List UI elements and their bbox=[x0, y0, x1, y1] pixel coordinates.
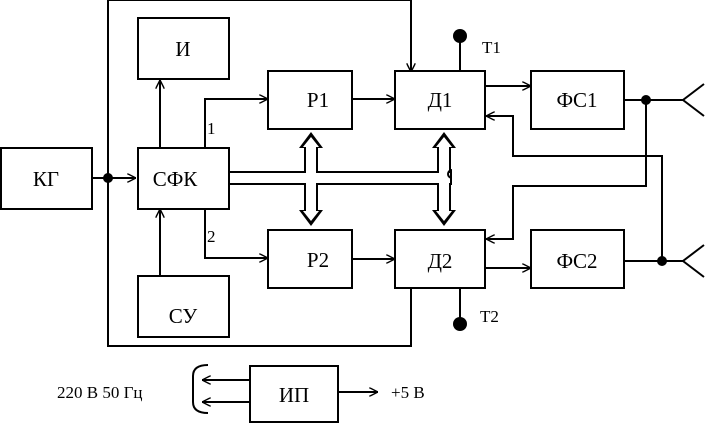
ip-block bbox=[249, 365, 339, 423]
r2-label: Р2 bbox=[307, 248, 329, 272]
junction-fs1-out bbox=[641, 95, 651, 105]
channel-1-label: 1 bbox=[207, 119, 216, 138]
wire-sfk-r2 bbox=[204, 209, 268, 258]
r1-block bbox=[267, 70, 353, 130]
fs1-label: ФС1 bbox=[556, 88, 597, 112]
kg-block bbox=[0, 147, 93, 210]
mains-label: 220 В 50 Гц bbox=[57, 383, 143, 402]
junction-fs2-out bbox=[657, 256, 667, 266]
mains-bracket bbox=[192, 364, 209, 414]
fs1-block bbox=[530, 70, 625, 130]
fs2-block bbox=[530, 229, 625, 289]
su-block bbox=[137, 275, 230, 338]
wire-crossover bbox=[447, 169, 453, 179]
fs2-label: ФС2 bbox=[556, 249, 597, 273]
d2-label: Д2 bbox=[428, 249, 453, 273]
d1-label: Д1 bbox=[428, 88, 453, 112]
t1-terminal bbox=[453, 29, 467, 43]
i-label: И bbox=[175, 37, 190, 61]
data-bus bbox=[229, 132, 456, 226]
kg-label: КГ bbox=[33, 167, 59, 191]
antenna-1 bbox=[681, 83, 705, 117]
t1-label: Т1 bbox=[482, 38, 501, 57]
ip-label: ИП bbox=[279, 383, 309, 407]
junction-kg bbox=[103, 173, 113, 183]
i-block bbox=[137, 17, 230, 80]
output-voltage-label: +5 В bbox=[391, 383, 425, 402]
frame-top-to-d1 bbox=[108, 0, 411, 72]
d2-block bbox=[394, 229, 486, 289]
wire-sfk-r1 bbox=[204, 99, 268, 148]
d1-block bbox=[394, 70, 486, 130]
t2-label: Т2 bbox=[480, 307, 499, 326]
su-label: СУ bbox=[169, 304, 198, 328]
antenna-2 bbox=[681, 244, 705, 278]
r2-block bbox=[267, 229, 353, 289]
wire-feedback-to-d1 bbox=[486, 116, 663, 261]
sfk-block bbox=[137, 147, 230, 210]
t2-terminal bbox=[453, 317, 467, 331]
r1-label: Р1 bbox=[307, 88, 329, 112]
wire-feedback-to-d2 bbox=[486, 100, 647, 239]
channel-2-label: 2 bbox=[207, 227, 216, 246]
sfk-label: СФК bbox=[153, 167, 199, 191]
